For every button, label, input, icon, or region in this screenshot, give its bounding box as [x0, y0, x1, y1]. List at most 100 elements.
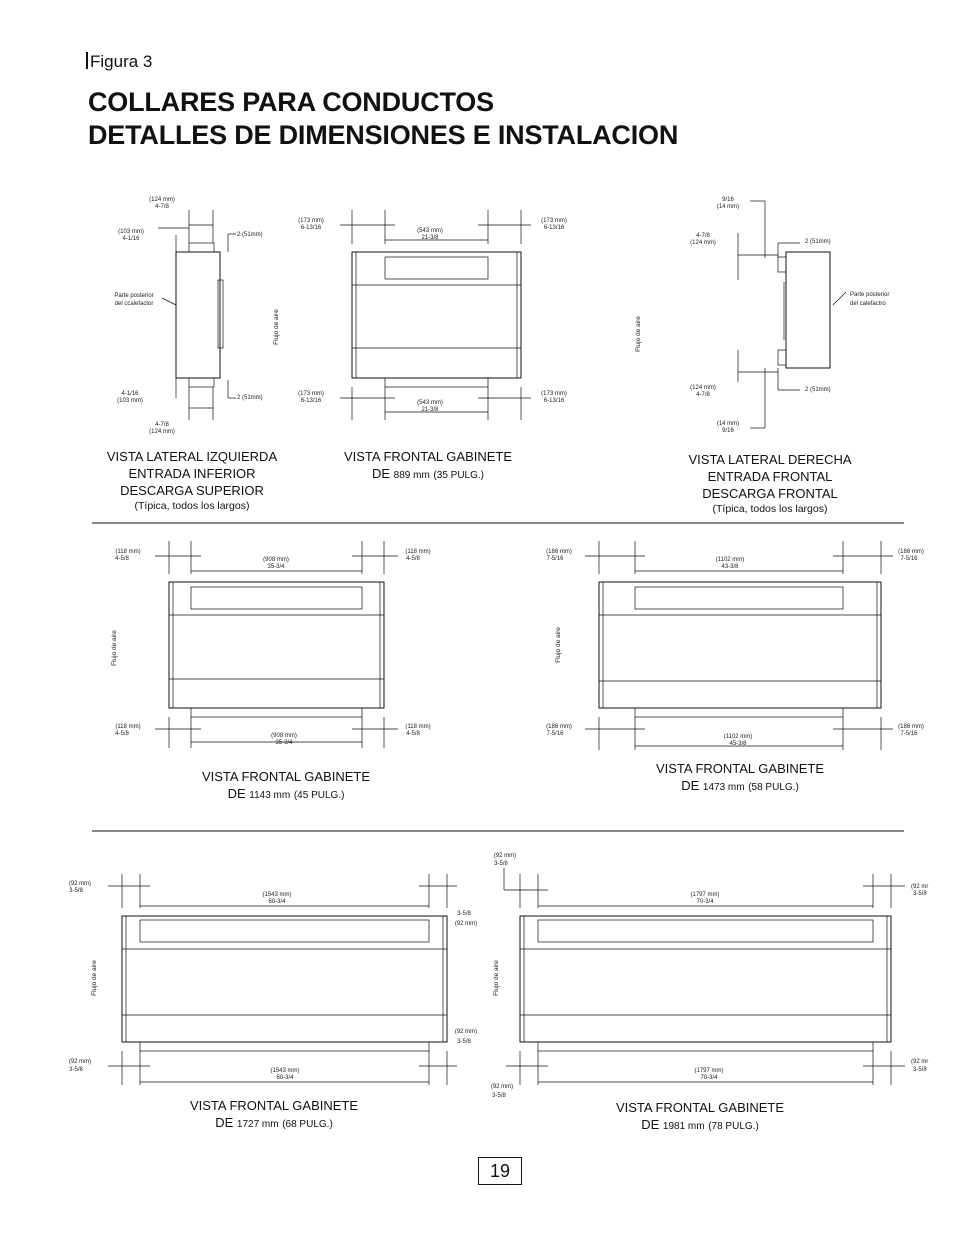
f1143-bot-left-in: 4-5/8: [115, 731, 129, 737]
f1143-top-left-mm: (118 mm): [115, 549, 140, 555]
title-line-1: COLLARES PARA CONDUCTOS: [88, 87, 494, 117]
caption-f1981-in: (78 PULG.): [708, 1121, 759, 1132]
f1143-bot-mid-mm: (908 mm): [271, 733, 297, 739]
right-bot-small-in: 9/16: [722, 428, 734, 434]
caption-f1143-in: (45 PULG.): [293, 790, 345, 801]
f889-bot-mid-mm: (543 mm): [417, 400, 443, 406]
f1981-top-left-in: 3-5/8: [494, 861, 508, 867]
left-bot-height: 2 (51mm): [237, 395, 263, 401]
caption-left-note: (Típica, todos los largos): [134, 500, 250, 512]
right-airflow-label: Flujo de aire: [635, 316, 642, 352]
caption-f889-mm: 889 mm: [393, 470, 430, 481]
f1143-top-right-in: 4-5/8: [406, 556, 420, 562]
front-889-view: (173 mm) 6-13/16 (543 mm) 21-3/8 (173 mm…: [273, 210, 567, 420]
left-bottom-collar: [188, 377, 215, 388]
right-top-depth-mm: (124 mm): [690, 240, 716, 246]
right-bot-height: 2 (51mm): [805, 387, 831, 393]
title-line-2: DETALLES DE DIMENSIONES E INSTALACION: [88, 120, 679, 150]
caption-right-line-2: ENTRADA FRONTAL: [707, 469, 833, 484]
f1981-bot-left-mm: (92 mm): [491, 1084, 513, 1090]
f889-top-left-mm: (173 mm): [298, 218, 324, 224]
f1981-bot-right-in: 3-5/8: [913, 1067, 927, 1073]
f889-top-mid-mm: (543 mm): [417, 228, 443, 234]
f1473-bot-right-mm: (186 mm): [898, 724, 924, 730]
f1473-bot-left-in: 7-5/16: [546, 731, 564, 737]
right-back-label-1: Parte posterior: [850, 292, 889, 298]
f1727-top-mid-in: 60-3/4: [268, 899, 286, 905]
f1981-top-right-in: 3-5/8: [913, 891, 927, 897]
f1727-bot-left-mm: (92 mm): [69, 1059, 91, 1065]
left-top-depth-mm: (124 mm): [149, 197, 175, 203]
front-1981-view: (92 mm) 3-5/8 (1797 mm) 70-3/4 (92 mr 3-…: [491, 853, 929, 1099]
f1143-bot-right-mm: (118 mm): [405, 724, 430, 730]
f1473-top-left-in: 7-5/16: [546, 556, 564, 562]
f1473-airflow-label: Flujo de aire: [555, 627, 562, 663]
f1981-top-mid-in: 70-3/4: [696, 899, 714, 905]
f1981-bot-mid-in: 70-3/4: [700, 1075, 718, 1081]
left-top-height: 2 (51mm): [237, 232, 263, 238]
f1981-airflow-label: Flujo de aire: [493, 960, 500, 996]
f1143-top-left-in: 4-5/8: [115, 556, 129, 562]
caption-front-1727: VISTA FRONTAL GABINETE DE 1727 mm (68 PU…: [174, 1097, 374, 1133]
f1981-bot-right-mm: (92 mr: [911, 1059, 928, 1065]
caption-f1143-mm: 1143 mm: [249, 790, 291, 801]
caption-right-side: VISTA LATERAL DERECHA ENTRADA FRONTAL DE…: [670, 451, 870, 516]
f1143-bot-mid-in: 35-3/4: [275, 740, 293, 746]
f889-top-right-mm: (173 mm): [541, 218, 567, 224]
f1727-top-mid-mm: (1543 mm): [262, 892, 291, 898]
f1143-top-mid-mm: (908 mm): [263, 557, 289, 563]
f889-bot-right-in: 6-13/16: [544, 398, 565, 404]
caption-f1727-mm: 1727 mm: [236, 1119, 279, 1130]
caption-right-line-3: DESCARGA FRONTAL: [702, 486, 838, 501]
f889-bot-right-mm: (173 mm): [541, 391, 567, 397]
f1473-top-left-mm: (186 mm): [546, 549, 572, 555]
left-cabinet: [175, 251, 221, 379]
f889-bot-mid-in: 21-3/8: [421, 407, 439, 413]
right-top-small-mm: (14 mm): [717, 204, 739, 210]
f1143-bot-left-mm: (118 mm): [115, 724, 140, 730]
left-panel: [217, 279, 224, 349]
f1981-top-mid-mm: (1797 mm): [690, 892, 719, 898]
caption-right-note: (Típica, todos los largos): [712, 503, 828, 515]
left-top-collar: [188, 242, 215, 253]
f1473-bot-right-in: 7-5/16: [900, 731, 918, 737]
right-top-small-in: 9/16: [722, 197, 734, 203]
caption-f1727-prefix: DE: [215, 1115, 234, 1130]
caption-f1981-mm: 1981 mm: [662, 1121, 705, 1132]
right-top-height: 2 (51mm): [805, 239, 831, 245]
f889-bot-left-in: 6-13/16: [301, 398, 322, 404]
figure-label: Figura 3: [86, 52, 152, 72]
front-1143-view: (118 mm) 4-5/8 (908 mm) 35-3/4 (118 mm) …: [111, 541, 431, 748]
caption-front-1473: VISTA FRONTAL GABINETE DE 1473 mm (58 PU…: [640, 760, 840, 796]
caption-left-line-3: DESCARGA SUPERIOR: [120, 483, 264, 498]
caption-f1981-line-1: VISTA FRONTAL GABINETE: [615, 1100, 785, 1115]
f1473-bot-mid-mm: (1102 mm): [724, 734, 753, 740]
front-1473-view: (186 mm) 7-5/16 (1102 mm) 43-3/8 (186 mm…: [546, 541, 924, 750]
f1143-bot-right-in: 4-5/8: [406, 731, 420, 737]
left-back-label-2: del ccalefactor: [115, 301, 154, 307]
caption-f889-in: (35 PULG.): [433, 470, 484, 481]
f889-top-right-in: 6-13/16: [544, 225, 565, 231]
figure-label-text: Figura 3: [90, 52, 153, 71]
f1727-top-left-mm: (92 mm): [69, 881, 91, 887]
f1473-top-right-mm: (186 mm): [898, 549, 924, 555]
left-back-label-1: Parte posterior: [114, 293, 153, 299]
f1727-bot-mid-in: 60-3/4: [276, 1075, 294, 1081]
f1981-bot-left-in: 3-5/8: [492, 1093, 506, 1099]
caption-front-1981: VISTA FRONTAL GABINETE DE 1981 mm (78 PU…: [600, 1099, 800, 1135]
caption-front-1143: VISTA FRONTAL GABINETE DE 1143 mm (45 PU…: [186, 768, 386, 804]
right-back-label-2: del calefactro: [850, 301, 886, 307]
figure-label-bar: [86, 52, 88, 69]
f1473-bot-left-mm: (186 mm): [546, 724, 572, 730]
f1727-bot-mid-mm: (1543 mm): [270, 1068, 299, 1074]
caption-right-line-1: VISTA LATERAL DERECHA: [688, 452, 852, 467]
left-top-offset-in: 4-1/16: [122, 236, 140, 242]
front-1727-view: (92 mm) 3-5/8 (1543 mm) 60-3/4 3-5/8 (92…: [69, 874, 477, 1085]
f1981-bot-mid-mm: (1797 mm): [694, 1068, 723, 1074]
f1981-top-left-mm: (92 mm): [494, 853, 516, 859]
caption-f1473-in: (58 PULG.): [748, 782, 799, 793]
f1727-top-right-mm: (92 mm): [455, 921, 477, 927]
caption-f889-prefix: DE: [371, 466, 391, 481]
f889-top-left-in: 6-13/16: [301, 225, 322, 231]
left-bot-depth-mm: (124 mm): [149, 429, 175, 435]
